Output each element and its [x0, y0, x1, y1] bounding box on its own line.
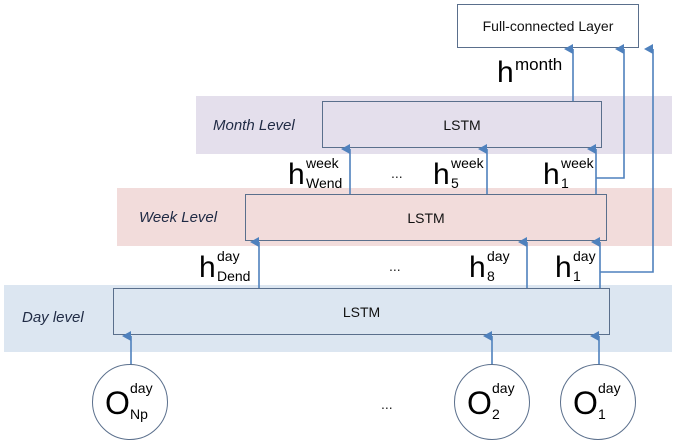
week-level-label: Week Level: [139, 209, 218, 226]
day-lstm-box: LSTM: [113, 288, 610, 335]
month-level-label: Month Level: [213, 117, 295, 134]
day-lstm-label: LSTM: [342, 303, 381, 320]
full-connected-layer-box: Full-connected Layer: [457, 4, 639, 48]
h-day-1-label: h day 1: [555, 248, 596, 284]
week-lstm-label: LSTM: [407, 209, 445, 226]
input-node-1: O day 1: [560, 364, 636, 440]
arrow-day-bypass-to-fc: [600, 44, 654, 273]
day-ellipsis: ...: [389, 258, 401, 274]
full-connected-layer-label: Full-connected Layer: [482, 18, 614, 34]
h-day-8-label: h day 8: [469, 248, 510, 284]
input-node-2: O day 2: [454, 364, 530, 440]
day-level-label: Day level: [22, 309, 84, 326]
month-lstm-label: LSTM: [443, 116, 481, 133]
week-ellipsis: ...: [391, 165, 403, 181]
week-lstm-box: LSTM: [245, 194, 607, 241]
h-week-5-label: h week 5: [433, 155, 484, 191]
h-week-wend-label: h week Wend: [288, 155, 343, 191]
input-ellipsis: ...: [381, 396, 393, 412]
input-node-np: O day Np: [92, 364, 168, 440]
h-day-dend-label: h day Dend: [199, 248, 251, 284]
h-week-1-label: h week 1: [543, 155, 594, 191]
month-lstm-box: LSTM: [322, 101, 602, 148]
h-month-label: h month: [497, 55, 563, 89]
arrow-week-bypass-to-fc: [596, 44, 625, 179]
